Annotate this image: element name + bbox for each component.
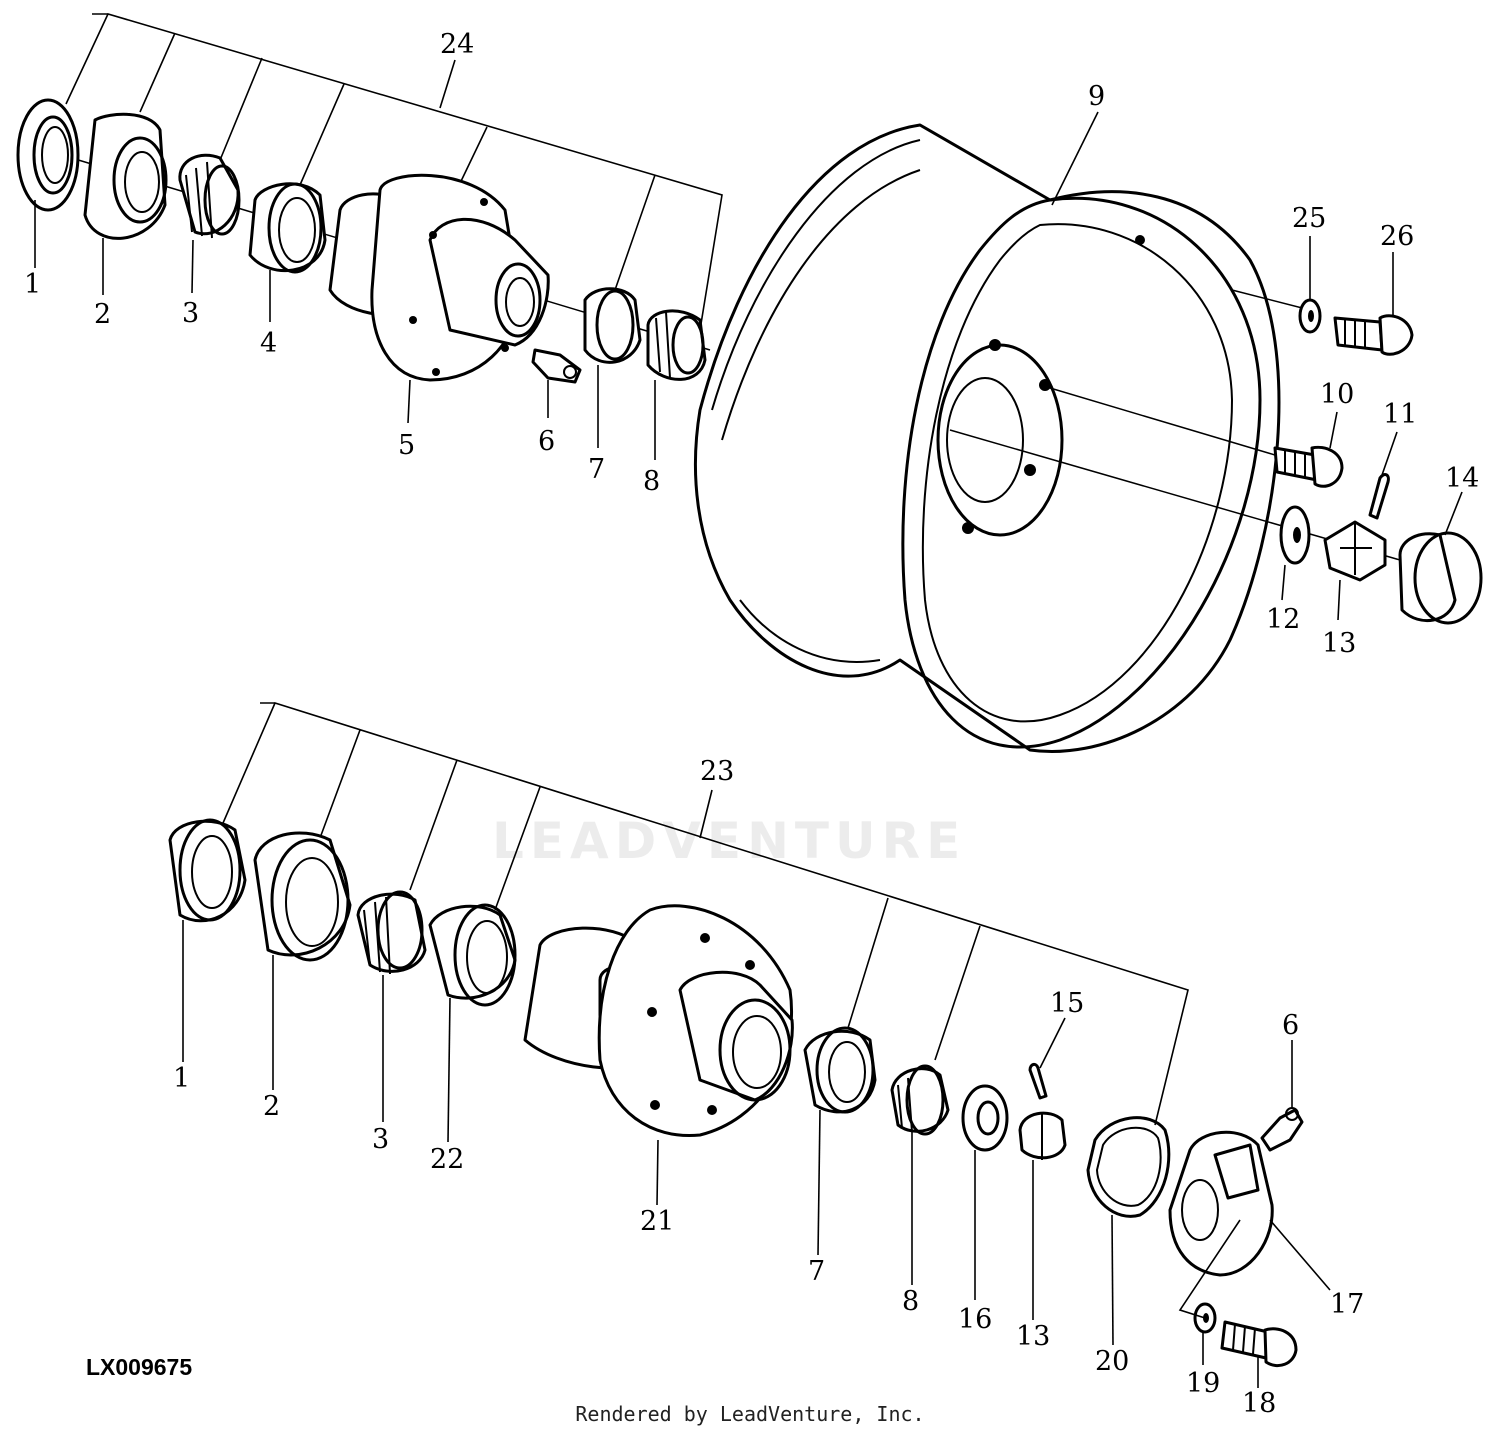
callout-lower-2: 2 [263,1091,280,1122]
lower-part-13-castle-nut [1018,1111,1067,1160]
upper-callouts: 1 2 3 4 5 6 7 8 9 10 11 12 13 14 24 25 2… [24,29,1479,659]
render-credit: Rendered by LeadVenture, Inc. [575,1402,925,1426]
callout-lower-23: 23 [700,756,734,787]
callout-lower-8: 8 [902,1286,919,1317]
callout-lower-15: 15 [1050,988,1084,1019]
lower-part-16-washer [961,1084,1009,1152]
upper-part-14-dust-cap [1398,531,1483,625]
callout-upper-25: 25 [1292,203,1326,234]
kit-bracket-23 [219,702,1189,1126]
callout-lower-6: 6 [1282,1010,1299,1041]
callout-upper-10: 10 [1320,379,1354,410]
upper-part-11-cotter-pin [1368,473,1390,520]
callout-lower-3: 3 [372,1124,389,1155]
callout-lower-18: 18 [1242,1388,1276,1419]
lower-part-21-hub [523,904,794,1138]
upper-part-3-cone-bearing [178,153,241,239]
upper-part-13-castle-nut [1323,520,1387,582]
callout-lower-22: 22 [430,1144,464,1175]
lower-part-1-seal [168,818,247,923]
upper-part-8-cone [646,309,707,381]
callout-upper-24: 24 [440,29,474,60]
callout-upper-6: 6 [538,426,555,457]
callout-lower-16: 16 [958,1304,992,1335]
callout-upper-7: 7 [588,454,605,485]
upper-part-25-washer [1298,298,1322,334]
callout-upper-11: 11 [1383,399,1417,430]
callout-lower-7: 7 [808,1256,825,1287]
lower-part-6-grease-fitting [1260,1107,1304,1152]
callout-upper-26: 26 [1380,221,1414,252]
callout-lower-19: 19 [1186,1368,1220,1399]
callout-lower-13: 13 [1016,1321,1050,1352]
lower-part-7-cup [803,1026,877,1114]
callout-upper-8: 8 [643,466,660,497]
lower-part-8-cone [890,1064,950,1136]
callout-upper-14: 14 [1445,463,1479,494]
figure-id: LX009675 [86,1354,193,1380]
callout-upper-9: 9 [1088,81,1105,112]
upper-part-26-bolt [1333,314,1414,356]
callout-upper-13: 13 [1322,628,1356,659]
callout-lower-20: 20 [1095,1346,1129,1377]
lower-leader-lines [182,920,1331,1388]
lower-part-17-hub-cap [1168,1130,1274,1277]
callout-lower-17: 17 [1330,1289,1364,1320]
upper-hub-assembly: 1 2 3 4 5 6 7 8 9 10 11 12 13 14 24 25 2… [16,13,1483,753]
lower-part-22-cup [428,903,517,1007]
lower-callouts: 1 2 3 22 21 7 8 16 13 15 20 6 17 19 18 2… [173,756,1364,1419]
upper-part-10-bolt [1273,445,1344,488]
upper-part-12-washer [1279,505,1311,565]
callout-upper-1: 1 [24,269,41,300]
lower-part-3-cone [356,890,427,975]
upper-part-2-cup [83,112,168,240]
upper-part-7-cup [583,287,642,364]
lower-part-2-cup [253,831,352,962]
callout-upper-5: 5 [398,430,415,461]
kit-bracket-24 [65,13,723,331]
callout-upper-3: 3 [182,298,199,329]
upper-part-5-hub [328,173,550,382]
upper-part-9-wheel-rim [693,123,1281,753]
watermark-text: LEADVENTURE [492,812,967,870]
upper-leader-lines [34,111,1463,621]
upper-part-4-cup [248,182,327,274]
upper-part-1-seal [16,98,80,212]
lower-part-20-gasket [1086,1116,1171,1218]
lower-part-15-cotter-pin [1028,1062,1048,1100]
callout-lower-21: 21 [640,1206,674,1237]
callout-upper-2: 2 [94,299,111,330]
lower-part-18-bolt [1220,1320,1298,1367]
upper-part-6-grease-fitting [531,348,582,384]
callout-upper-12: 12 [1266,604,1300,635]
callout-lower-1: 1 [173,1063,190,1094]
lower-hub-assembly: 1 2 3 22 21 7 8 16 13 15 20 6 17 19 18 2… [168,702,1364,1419]
callout-upper-4: 4 [260,328,277,359]
